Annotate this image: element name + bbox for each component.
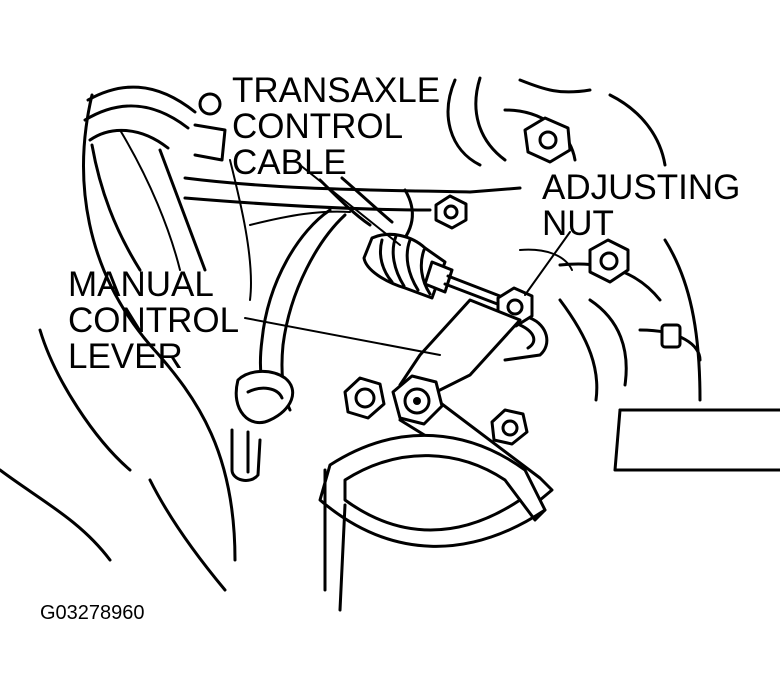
breather-hose: [83, 85, 227, 272]
leader-adjusting-nut: [524, 231, 571, 296]
leader-manual-lever: [244, 317, 441, 356]
label-transaxle-line2: CONTROL: [232, 107, 403, 146]
transaxle-housing-left: [0, 93, 351, 592]
housing-bolt-side: [660, 323, 682, 349]
bracket-bolt-top: [523, 116, 572, 164]
label-adjusting-line1: ADJUSTING: [542, 168, 740, 207]
label-transaxle-control-cable: TRANSAXLE CONTROL CABLE: [232, 71, 440, 182]
lever-bolt-left: [343, 376, 386, 420]
wire-harness: [230, 208, 347, 482]
lower-bracket: [323, 468, 547, 612]
label-manual-line1: MANUAL: [68, 265, 214, 304]
label-manual-line2: CONTROL: [68, 301, 239, 340]
leader-lines: [244, 164, 571, 356]
housing-bolt-center: [434, 194, 468, 230]
range-sector-plate: [318, 433, 547, 548]
label-manual-line3: LEVER: [68, 337, 183, 376]
label-manual-control-lever: MANUAL CONTROL LEVER: [68, 265, 239, 376]
lever-center-nut: [391, 374, 444, 426]
label-adjusting-nut: ADJUSTING NUT: [542, 168, 740, 243]
leader-transaxle-cable: [299, 164, 401, 246]
label-transaxle-line1: TRANSAXLE: [232, 71, 440, 110]
lever-bolt-right: [490, 408, 529, 446]
label-transaxle-line3: CABLE: [232, 143, 347, 182]
transaxle-control-cable: [362, 232, 507, 307]
cable-bracket: [183, 176, 522, 252]
housing-bolt-right: [588, 238, 630, 284]
label-adjusting-line2: NUT: [542, 204, 614, 243]
figure-code: G03278960: [40, 602, 145, 624]
